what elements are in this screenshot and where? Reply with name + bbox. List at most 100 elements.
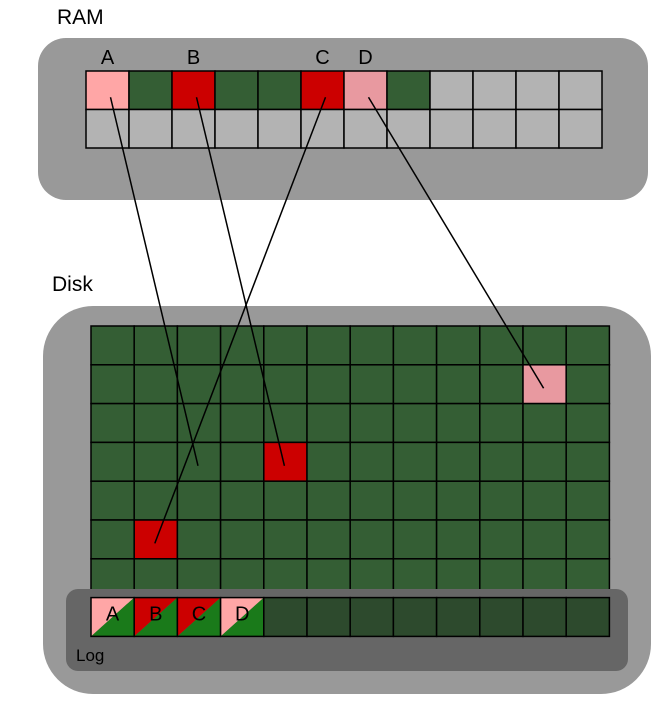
disk-cell <box>219 364 265 405</box>
ram-cell <box>558 70 603 111</box>
disk-cell <box>263 325 308 366</box>
log-empty-cell <box>565 596 611 638</box>
disk-cell <box>90 402 135 444</box>
ram-cell <box>171 108 216 149</box>
disk-cell <box>219 325 265 366</box>
mapping-line-a <box>109 97 199 466</box>
disk-cell <box>522 519 567 560</box>
disk-cell <box>435 519 481 560</box>
ram-cell <box>257 70 302 111</box>
ram-page-label: D <box>358 47 372 69</box>
disk-cell <box>176 480 222 521</box>
disk-cell <box>479 480 524 521</box>
disk-cell <box>306 441 351 482</box>
disk-cell <box>176 325 222 366</box>
ram-cell <box>386 108 431 149</box>
disk-cell <box>90 364 135 405</box>
disk-cell <box>90 325 135 366</box>
ram-cell <box>300 108 345 149</box>
ram-cell <box>343 70 388 111</box>
log-empty-cell <box>522 596 567 638</box>
log-entry-label: D <box>235 604 249 626</box>
disk-cell <box>392 364 438 405</box>
disk-cell <box>435 480 481 521</box>
ram-cell <box>429 108 474 149</box>
disk-cell <box>435 325 481 366</box>
disk-cell <box>306 519 351 560</box>
ram-cell <box>515 70 560 111</box>
disk-cell <box>176 519 222 560</box>
ram-cell <box>214 70 259 111</box>
ram-title: RAM <box>57 6 104 29</box>
disk-cell <box>565 325 611 366</box>
disk-cell <box>133 441 179 482</box>
disk-cell <box>90 441 135 482</box>
disk-cell <box>522 480 567 521</box>
disk-cell <box>349 402 395 444</box>
disk-cell <box>522 325 567 366</box>
disk-cell <box>479 519 524 560</box>
ram-cell <box>257 108 302 149</box>
disk-cell <box>565 402 611 444</box>
disk-cell <box>133 325 179 366</box>
disk-cell <box>349 364 395 405</box>
ram-cell <box>515 108 560 149</box>
mapping-line-b <box>195 97 286 466</box>
ram-cell <box>472 108 517 149</box>
log-empty-cell <box>263 596 308 638</box>
disk-cell <box>479 441 524 482</box>
disk-cell-dirty <box>263 441 308 482</box>
log-entry-top <box>134 597 178 637</box>
ram-page-label: B <box>187 47 200 69</box>
disk-cell <box>306 364 351 405</box>
disk-cell <box>219 402 265 444</box>
disk-cell <box>392 480 438 521</box>
ram-cell <box>214 108 259 149</box>
disk-cell <box>133 364 179 405</box>
ram-cell <box>472 70 517 111</box>
disk-cell <box>522 441 567 482</box>
log-entry-bottom <box>177 597 221 637</box>
disk-cell <box>565 364 611 405</box>
disk-cell <box>392 519 438 560</box>
log-entry-label: A <box>106 604 120 626</box>
disk-cell <box>90 480 135 521</box>
disk-cell-dirty <box>522 364 567 405</box>
mapping-line-d <box>367 96 545 389</box>
disk-title: Disk <box>52 273 93 296</box>
disk-cell <box>479 325 524 366</box>
log-title: Log <box>76 646 104 665</box>
log-entry-bottom <box>91 597 135 637</box>
disk-cell <box>133 402 179 444</box>
disk-cell <box>219 519 265 560</box>
ram-cell <box>85 108 130 149</box>
ram-cell <box>128 108 173 149</box>
disk-cell <box>263 480 308 521</box>
disk-cell <box>349 519 395 560</box>
disk-cell <box>392 402 438 444</box>
log-entry-bottom <box>134 597 178 637</box>
ram-cell <box>343 108 388 149</box>
log-entry-bottom <box>220 597 264 637</box>
log-entry-label: B <box>149 604 162 626</box>
disk-cell <box>479 364 524 405</box>
ram-cell <box>171 70 216 111</box>
ram-cell <box>558 108 603 149</box>
ram-cell <box>128 70 173 111</box>
ram-cell <box>429 70 474 111</box>
disk-cell <box>349 480 395 521</box>
mapping-line-c <box>154 96 327 544</box>
disk-cell <box>392 441 438 482</box>
disk-cell <box>263 519 308 560</box>
disk-cell <box>349 441 395 482</box>
log-empty-cell <box>392 596 438 638</box>
ram-grid <box>85 70 603 149</box>
log-empty-cell <box>479 596 524 638</box>
disk-cell <box>565 441 611 482</box>
disk-cell <box>435 402 481 444</box>
ram-page-label: A <box>101 47 115 69</box>
disk-grid <box>90 325 611 599</box>
disk-cell <box>435 364 481 405</box>
